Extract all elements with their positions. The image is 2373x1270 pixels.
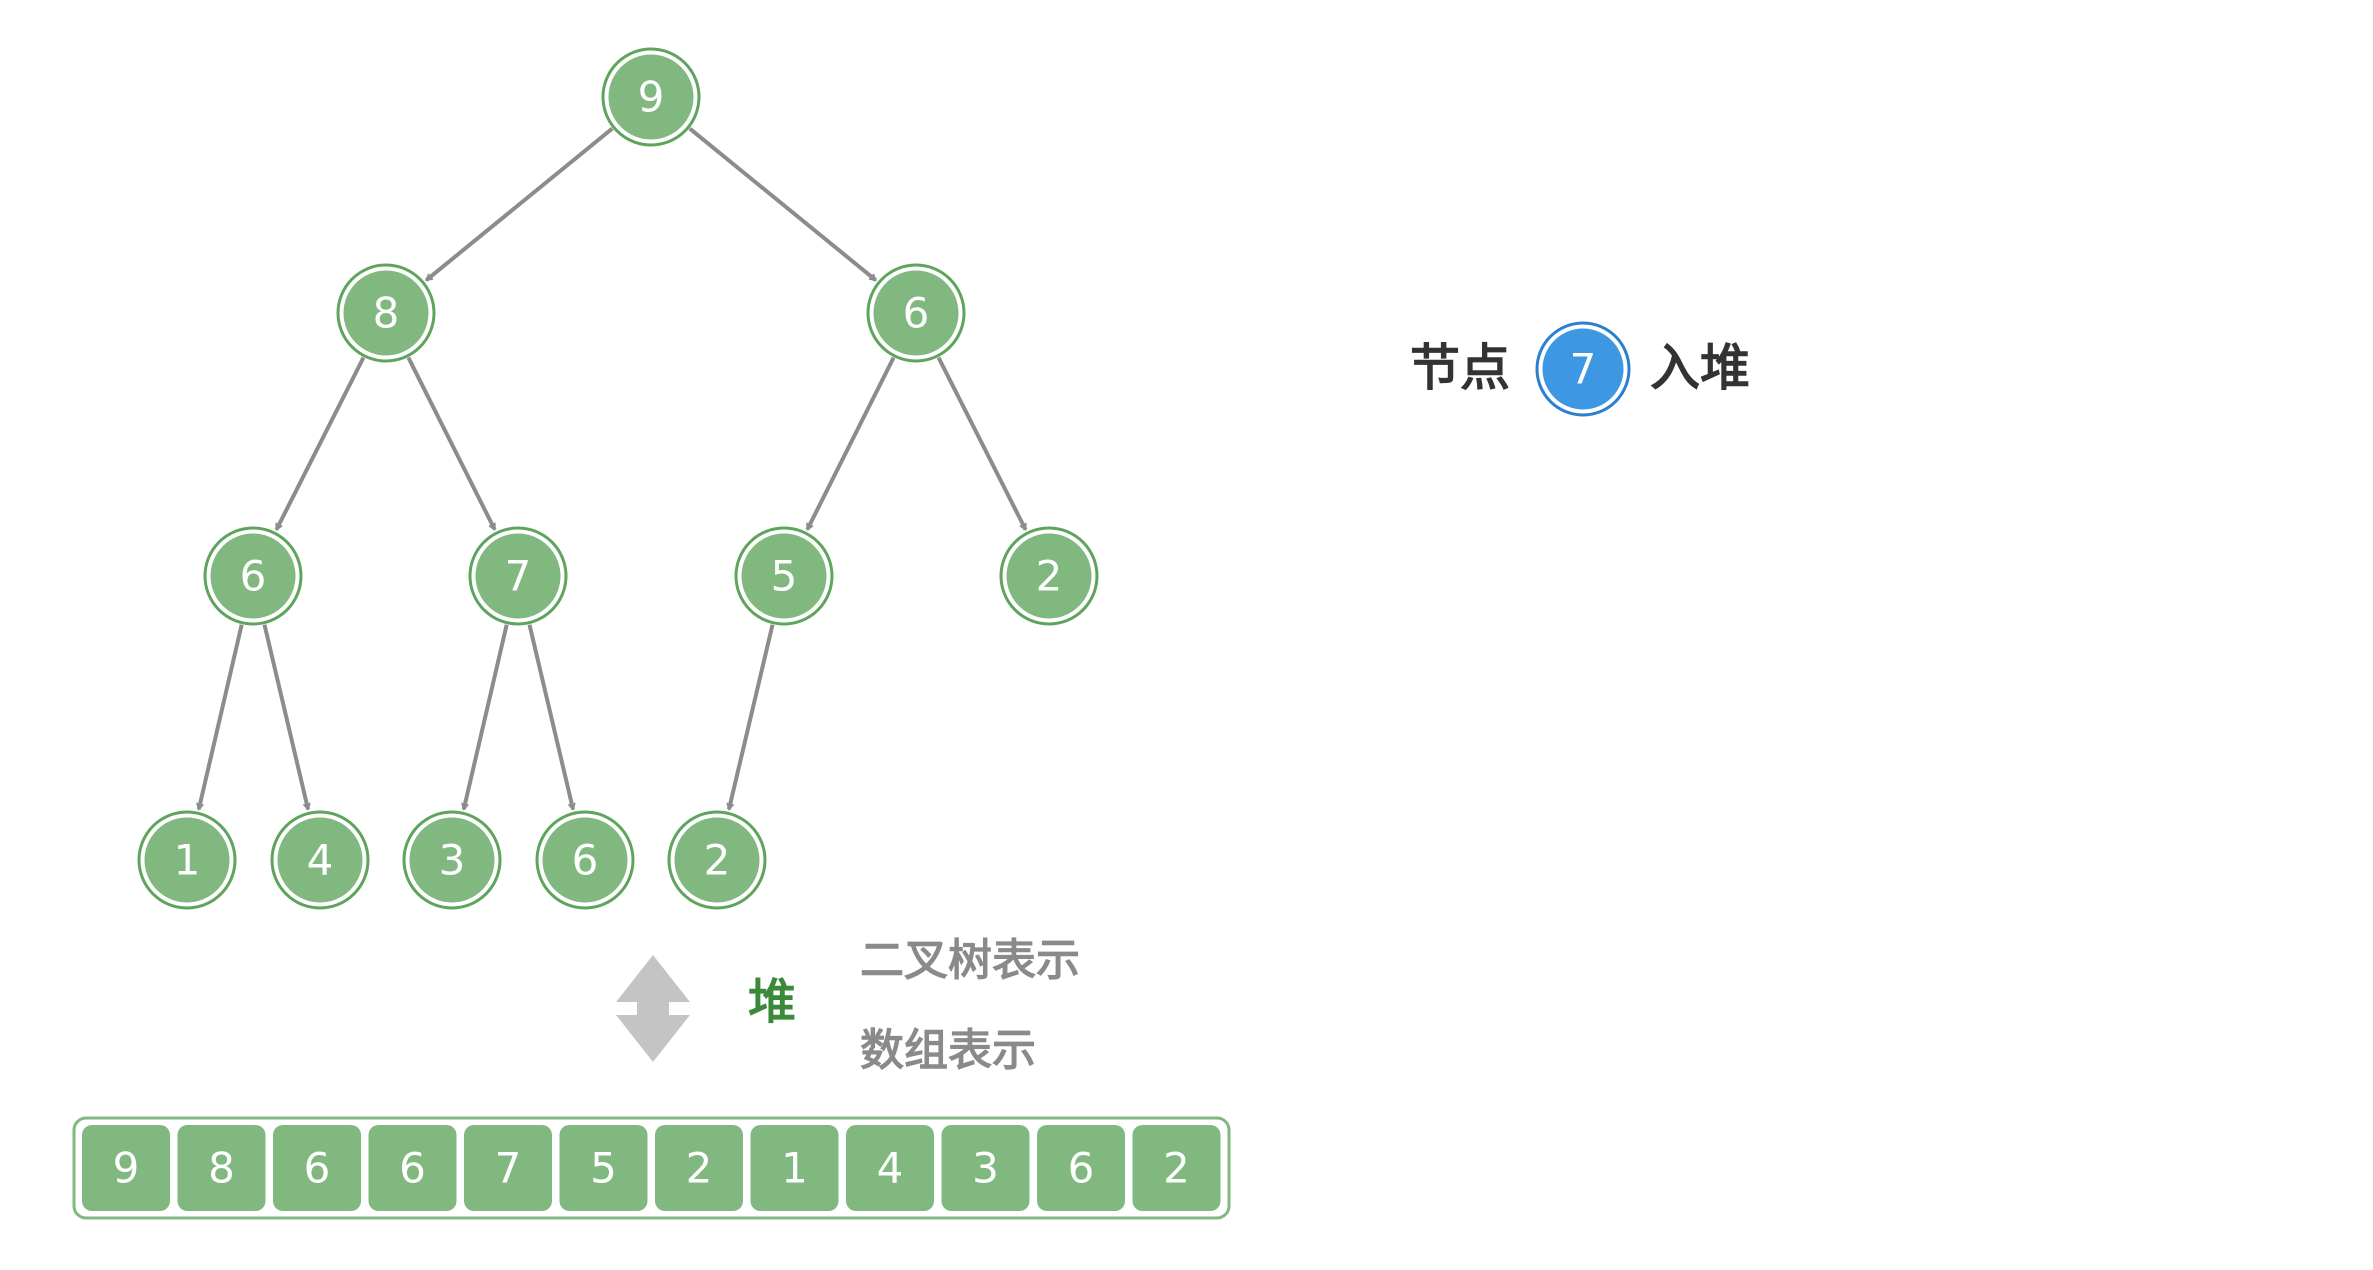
tree-node-value: 3 xyxy=(439,836,466,885)
tree-edge xyxy=(426,127,614,282)
caption-suffix: 入堆 xyxy=(1650,339,1750,397)
tree-node: 6 xyxy=(203,526,303,626)
tree-node-value: 7 xyxy=(505,552,532,601)
tree-node: 8 xyxy=(336,263,436,363)
tree-edge xyxy=(527,624,573,810)
tree-node-value: 1 xyxy=(174,836,201,885)
array-cell: 2 xyxy=(655,1125,743,1211)
tree-node: 2 xyxy=(999,526,1099,626)
array-cell: 1 xyxy=(750,1125,839,1211)
array-cell: 6 xyxy=(1037,1125,1125,1211)
array-cells: 9 8 6 6 7 5 2 1 4 3 6 2 xyxy=(82,1125,1221,1211)
tree-node-value: 5 xyxy=(771,552,798,601)
array-cell-value: 2 xyxy=(1163,1144,1190,1193)
new-node-value: 7 xyxy=(1570,345,1597,394)
tree-node: 6 xyxy=(535,810,635,910)
tree-node: 5 xyxy=(734,526,834,626)
tree-edges xyxy=(199,127,1028,810)
tree-edge xyxy=(464,624,509,810)
array-cell: 3 xyxy=(941,1125,1030,1211)
tree-node: 4 xyxy=(270,810,370,910)
array-cell: 6 xyxy=(273,1125,361,1211)
tree-repr-label: 二叉树表示 xyxy=(860,935,1080,986)
tree-node-value: 6 xyxy=(572,836,599,885)
array-cell: 6 xyxy=(368,1125,457,1211)
array-cell-value: 6 xyxy=(399,1144,426,1193)
tree-node-value: 6 xyxy=(240,552,267,601)
array-cell: 5 xyxy=(559,1125,648,1211)
tree-edge xyxy=(262,624,308,810)
tree-node-value: 8 xyxy=(373,289,400,338)
array-repr-label: 数组表示 xyxy=(860,1025,1036,1076)
tree-node-value: 4 xyxy=(307,836,334,885)
tree-edge xyxy=(274,356,366,530)
tree-nodes: 9 8 6 6 7 5 2 1 4 3 6 2 xyxy=(137,47,1099,910)
array-cell: 4 xyxy=(846,1125,934,1211)
array-cell-value: 2 xyxy=(686,1144,713,1193)
tree-node: 2 xyxy=(667,810,767,910)
array-cell-value: 6 xyxy=(304,1144,331,1193)
array-cell-value: 9 xyxy=(113,1144,140,1193)
tree-edge xyxy=(688,127,876,282)
double-arrow-icon xyxy=(616,955,690,1062)
array-cell-value: 4 xyxy=(877,1144,904,1193)
heap-label: 堆 xyxy=(748,974,796,1030)
array-cell-value: 7 xyxy=(495,1144,522,1193)
array-cell-value: 1 xyxy=(781,1144,808,1193)
tree-node: 7 xyxy=(468,526,568,626)
new-node: 7 xyxy=(1535,321,1631,417)
array-cell-value: 5 xyxy=(590,1144,617,1193)
array-cell-value: 6 xyxy=(1068,1144,1095,1193)
tree-node: 1 xyxy=(137,810,237,910)
tree-node-value: 6 xyxy=(903,289,930,338)
array-cell: 8 xyxy=(177,1125,266,1211)
tree-node-value: 2 xyxy=(1036,552,1063,601)
tree-edge xyxy=(805,356,896,530)
array-cell-value: 8 xyxy=(208,1144,235,1193)
tree-node: 6 xyxy=(866,263,966,363)
array-cell: 7 xyxy=(464,1125,552,1211)
tree-edge xyxy=(729,624,775,810)
tree-node: 3 xyxy=(402,810,502,910)
tree-node-value: 2 xyxy=(704,836,731,885)
array-cell: 9 xyxy=(82,1125,170,1211)
tree-node: 9 xyxy=(601,47,701,147)
array-cell: 2 xyxy=(1132,1125,1221,1211)
tree-edge xyxy=(406,356,497,530)
array-container xyxy=(72,1116,1231,1220)
caption-prefix: 节点 xyxy=(1410,339,1510,397)
tree-edge xyxy=(199,624,244,810)
array-cell-value: 3 xyxy=(972,1144,999,1193)
tree-edge xyxy=(936,356,1028,530)
tree-node-value: 9 xyxy=(638,73,665,122)
